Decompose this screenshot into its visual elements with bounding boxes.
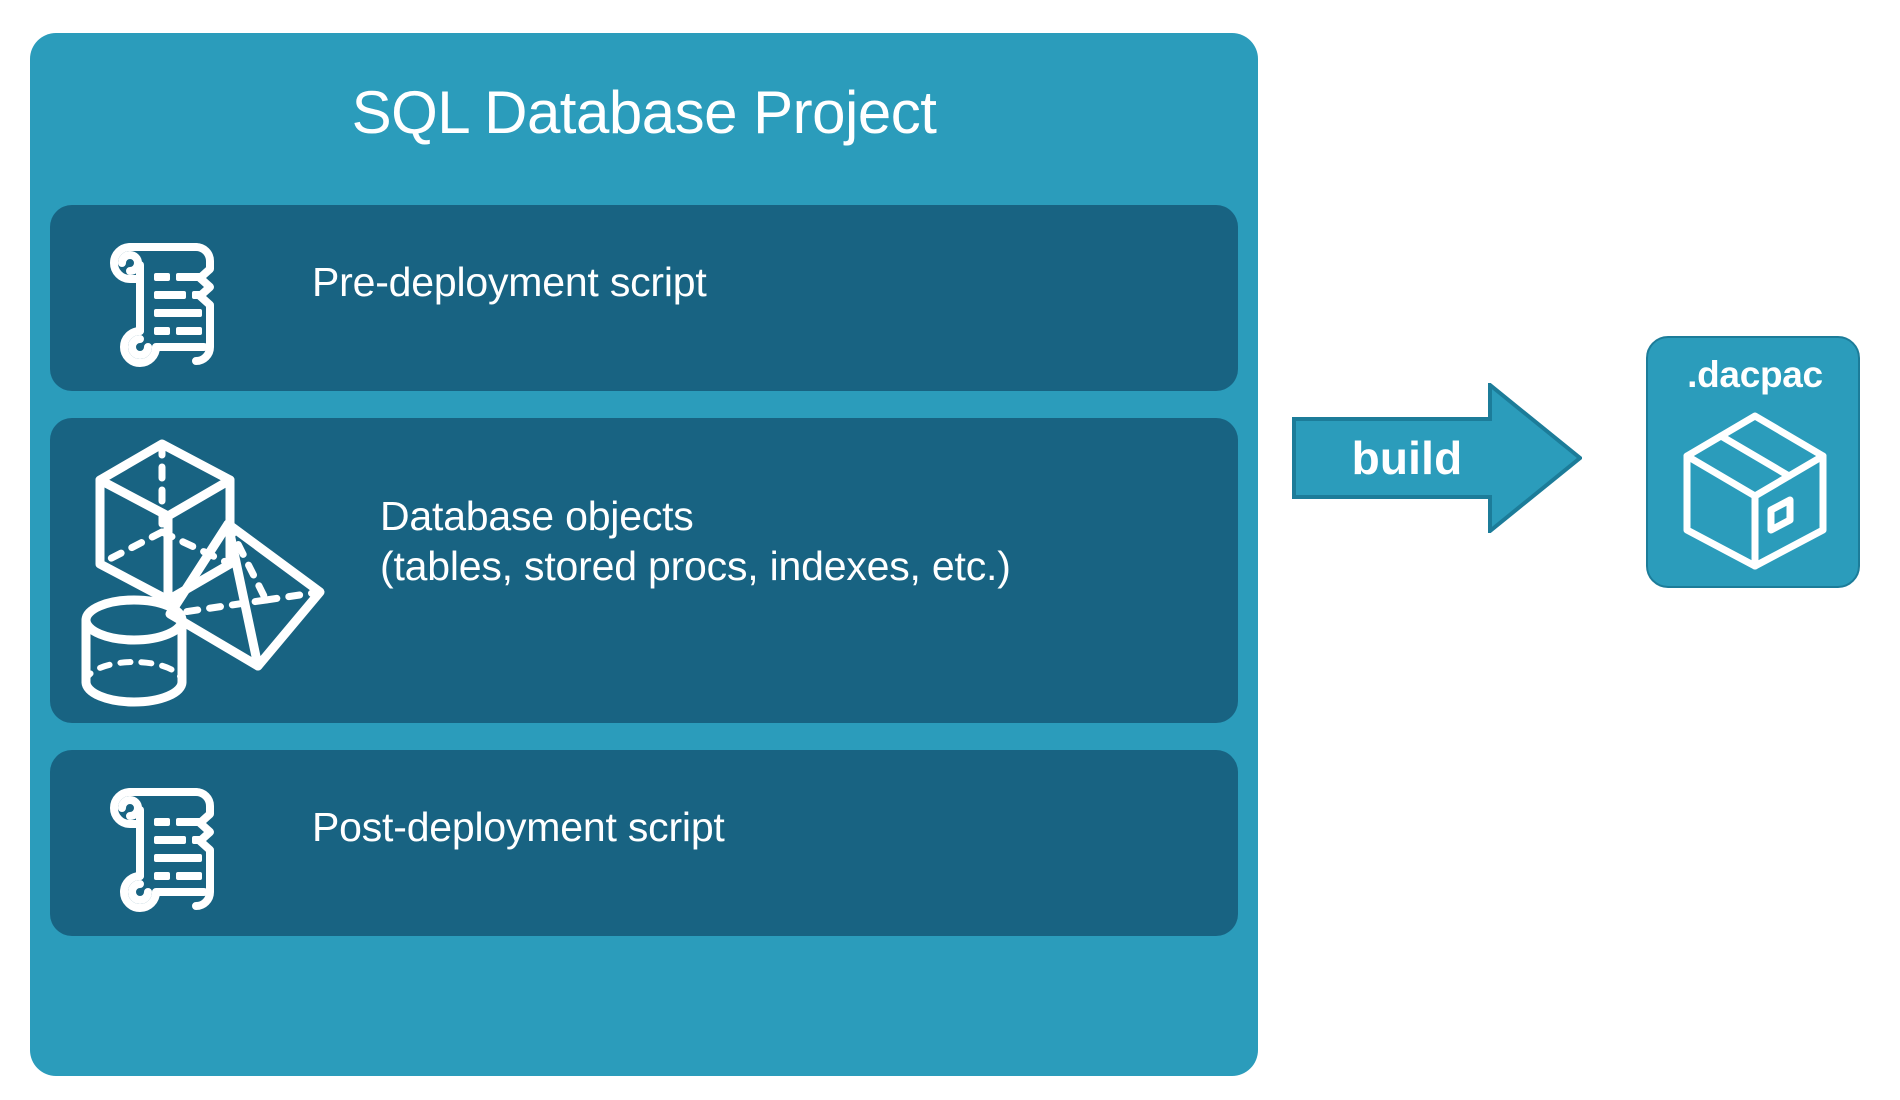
sql-database-project-card: SQL Database Project [30,33,1258,1076]
panel-database-objects[interactable]: Database objects (tables, stored procs, … [50,418,1238,723]
shapes-icon [70,428,350,713]
panel-database-objects-label: Database objects (tables, stored procs, … [380,493,1011,590]
scroll-icon [92,225,242,371]
build-arrow [1292,380,1584,536]
scroll-icon [92,770,242,916]
build-arrow-label: build [1351,432,1463,484]
page-title: SQL Database Project [351,79,937,146]
panel-pre-deployment[interactable]: Pre-deployment script [50,205,1238,391]
panel-post-deployment[interactable]: Post-deployment script [50,750,1238,936]
panel-post-deployment-label: Post-deployment script [312,804,725,850]
dacpac-title: .dacpac [1687,354,1823,395]
package-box-icon [1678,410,1832,570]
panel-pre-deployment-label: Pre-deployment script [312,259,707,305]
dacpac-output-card[interactable]: .dacpac [1646,336,1860,588]
